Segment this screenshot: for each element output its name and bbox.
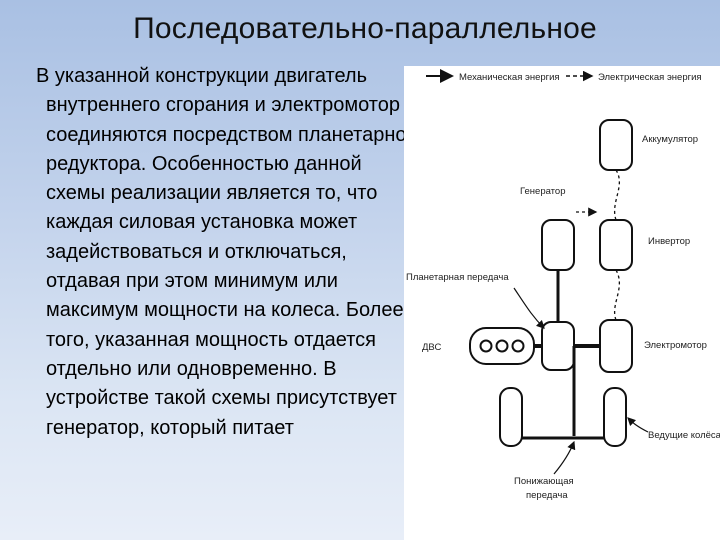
inverter-block bbox=[599, 219, 633, 271]
ice-cylinder-icon bbox=[511, 339, 525, 353]
planetary-gear-block bbox=[541, 321, 575, 371]
link-inverter-motor bbox=[614, 269, 621, 321]
reduction-label-1: Понижающая bbox=[514, 476, 574, 487]
reduction-label-2: передача bbox=[526, 490, 568, 501]
hybrid-diagram: Механическая энергия Электрическая энерг… bbox=[404, 66, 720, 540]
ice-cylinder-icon bbox=[479, 339, 493, 353]
battery-block bbox=[599, 119, 633, 171]
generator-label: Генератор bbox=[520, 186, 566, 197]
ice-label: ДВС bbox=[422, 342, 441, 353]
legend-electrical: Электрическая энергия bbox=[598, 72, 702, 83]
legend-mechanical: Механическая энергия bbox=[459, 72, 560, 83]
reduction-pointer-arrow bbox=[553, 440, 576, 475]
slide-body-text: В указанной конструкции двигатель внутре… bbox=[36, 65, 425, 439]
wheels-pointer-arrow bbox=[627, 417, 649, 433]
motor-block bbox=[599, 319, 633, 373]
link-battery-inverter bbox=[614, 169, 621, 221]
generator-block bbox=[541, 219, 575, 271]
motor-label: Электромотор bbox=[644, 340, 707, 351]
diagram-svg: Механическая энергия Электрическая энерг… bbox=[406, 69, 720, 501]
wheels-label: Ведущие колёса bbox=[648, 430, 720, 441]
wheel-right bbox=[603, 387, 627, 447]
wheel-left bbox=[499, 387, 523, 447]
planetary-label: Планетарная передача bbox=[406, 272, 509, 283]
inverter-label: Инвертор bbox=[648, 236, 690, 247]
legend: Механическая энергия Электрическая энерг… bbox=[426, 69, 702, 83]
ice-cylinder-icon bbox=[495, 339, 509, 353]
planetary-pointer-arrow bbox=[513, 287, 545, 329]
slide-title: Последовательно-параллельное bbox=[133, 12, 597, 45]
battery-label: Аккумулятор bbox=[642, 134, 698, 145]
